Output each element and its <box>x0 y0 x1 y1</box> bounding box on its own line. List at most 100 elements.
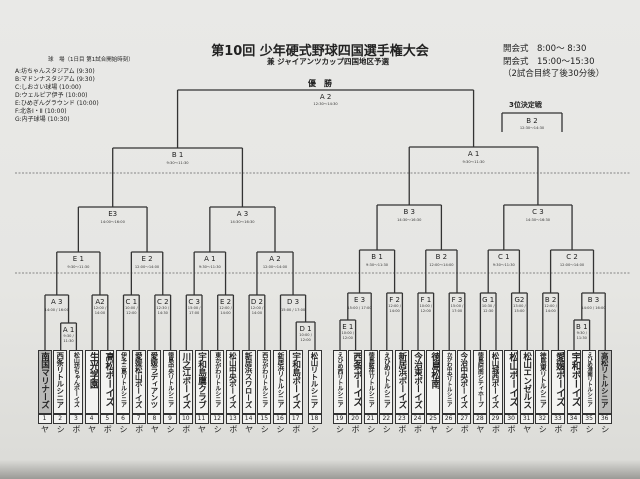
team-name: 松山ボーイズ <box>507 352 519 406</box>
team-name: 松山中央ボーイズ <box>228 352 238 408</box>
match-time: 12:00～14:00 <box>262 265 288 269</box>
match-label: B 1 <box>576 323 588 331</box>
team-league: シ <box>213 425 222 434</box>
team-league: シ <box>260 425 269 434</box>
team-league: ボ <box>229 425 238 434</box>
team-number: 13 <box>225 414 240 424</box>
match-time: 10:00 / 12:00 <box>299 333 312 342</box>
third-place-time: 12:30～14:30 <box>519 126 545 130</box>
team-number: 5 <box>100 414 115 424</box>
team-name: 西条ボーイズ <box>351 352 363 406</box>
team-name: 宇和島ボーイズ <box>290 352 301 409</box>
team-name: 松山坊ちゃんボーイズ <box>72 352 80 407</box>
match-label: G 1 <box>482 296 495 304</box>
team-league: ボ <box>351 425 360 434</box>
team-number: 35 <box>582 414 597 424</box>
team-league: シ <box>585 425 594 434</box>
team-number: 36 <box>597 414 612 424</box>
team-name: 新居浜ボーイズ <box>396 352 407 409</box>
team-box: かがわ中央リトルシニア <box>441 350 456 414</box>
match-label: B 3 <box>403 208 415 216</box>
team-box: 松山エンゼルス <box>519 350 534 414</box>
team-number: 34 <box>566 414 581 424</box>
team-number: 10 <box>178 414 193 424</box>
team-number: 32 <box>535 414 550 424</box>
team-box: 今治東ボーイズ <box>410 350 425 414</box>
team-number: 11 <box>194 414 209 424</box>
team-league: ボ <box>398 425 407 434</box>
team-number: 1 <box>37 414 52 424</box>
team-league: シ <box>336 425 344 434</box>
team-name: 徳島中央リトルシニア <box>166 352 174 407</box>
match-label: C 1 <box>498 253 510 261</box>
team-number: 22 <box>379 414 394 424</box>
match-label: B 1 <box>371 253 383 261</box>
team-box: 愛媛ボーイズ <box>550 350 565 414</box>
match-time: 12:00 / 14:00 <box>544 304 557 313</box>
team-box: 松山坊ちゃんボーイズ <box>68 350 83 414</box>
team-box: 宇和島ボーイズ <box>288 350 303 414</box>
final-match-time: 12:30～14:30 <box>313 102 338 106</box>
team-league: シ <box>601 425 610 434</box>
team-name: 徳島阿南シティホープ <box>476 352 484 407</box>
venue-heading: 球 場（1日目 第1試合開始時刻） <box>48 57 134 63</box>
match-label: C 3 <box>188 298 200 306</box>
team-box: 徳島東リトルシニア <box>535 350 550 414</box>
team-box: 徳島松南 <box>426 350 441 414</box>
match-time: 10:00 / 12:00 <box>341 331 355 340</box>
team-league: ボ <box>492 425 500 434</box>
match-time: 15:00 / 17:00 <box>280 308 306 312</box>
match-time: 15:00 / 17:00 <box>187 306 201 315</box>
match-time: 12:30 / 14:30 <box>156 306 170 315</box>
match-time: 9:30 / 11:30 <box>576 331 588 340</box>
team-name: 伊予三島リトルシニア <box>119 352 127 407</box>
match-label: A 1 <box>62 326 75 334</box>
team-name: えひめ西リトルシニア <box>336 352 343 407</box>
team-box: 高松ボーイズ <box>100 350 115 414</box>
match-time: 9:30～11:30 <box>366 263 389 267</box>
match-time: 9:30～11:30 <box>67 265 90 269</box>
team-league: シ <box>382 425 391 434</box>
team-name: 愛媛ラディアンツ <box>149 352 159 408</box>
team-name: 西かがわリトルシニア <box>260 352 268 407</box>
team-league: シ <box>56 425 65 434</box>
match-label: B 2 <box>435 253 448 261</box>
closing-ceremony: 閉会式 15:00～15:30 <box>503 57 595 67</box>
venue-item: G:内子球場 (10:30) <box>15 116 70 123</box>
match-label: E 2 <box>141 255 153 263</box>
team-number: 2 <box>53 414 68 424</box>
team-number: 17 <box>288 414 303 424</box>
team-number: 33 <box>550 414 565 424</box>
match-label: E 2 <box>219 298 232 306</box>
team-number: 24 <box>410 414 425 424</box>
match-label: G2 <box>514 296 525 304</box>
team-number: 14 <box>241 414 256 424</box>
match-label: A 3 <box>51 298 63 306</box>
tournament-subtitle: 兼 ジャイアンツカップ四国地区予選 <box>267 57 389 66</box>
match-time: 9:30～11:30 <box>166 161 189 165</box>
team-league: ヤ <box>198 425 206 434</box>
team-box: 徳島藍住リトルシニア <box>363 350 378 414</box>
team-box: 新居浜リトルシニア <box>273 350 287 414</box>
team-league: ボ <box>292 425 301 434</box>
match-label: B 3 <box>587 296 600 304</box>
match-label: F 3 <box>451 296 463 304</box>
team-box: 松山ボーイズ <box>504 350 519 414</box>
match-time: 12:00～14:00 <box>559 263 585 267</box>
team-box: 愛媛ラディアンツ <box>147 350 162 414</box>
team-league: ボ <box>72 425 81 434</box>
team-name: えひめリトルシニア <box>382 352 391 408</box>
match-time: 14:00 / 16:00 <box>44 308 69 312</box>
match-time: 14:30～16:30 <box>230 220 255 224</box>
team-box: 徳島中央リトルシニア <box>163 350 178 414</box>
team-box: 松山中央ボーイズ <box>225 350 240 414</box>
team-league: ヤ <box>429 425 438 434</box>
team-name: 高松ボーイズ <box>103 352 115 406</box>
venue-item: E:ひめぎんグラウンド (10:00) <box>15 100 99 107</box>
opening-ceremony: 開会式 8:00～ 8:30 <box>503 44 587 54</box>
match-time: 12:00 / 14:00 <box>388 304 401 313</box>
team-box: 西条リトルシニア <box>53 350 68 414</box>
match-label: E 1 <box>342 323 354 331</box>
team-number: 16 <box>273 414 287 424</box>
team-box: えひめ西リトルシニア <box>332 350 347 414</box>
